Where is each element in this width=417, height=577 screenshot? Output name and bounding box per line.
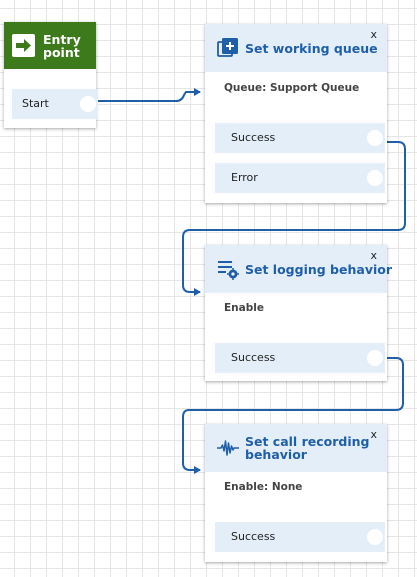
entry-point-title-line1: Entry: [43, 31, 81, 47]
branch-error-label: Error: [231, 171, 258, 184]
set-working-queue-block[interactable]: Set working queue x Queue: Support Queue…: [205, 24, 387, 203]
entry-point-block[interactable]: Entry point Start: [4, 22, 98, 128]
entry-point-header: Entry point: [4, 22, 96, 69]
branch-start-label: Start: [22, 97, 49, 110]
block-title-line2: behavior: [245, 447, 307, 462]
block-parameter: Enable: [224, 302, 264, 314]
branch-success-label: Success: [231, 131, 276, 144]
close-icon[interactable]: x: [370, 428, 377, 441]
output-port[interactable]: [367, 170, 383, 186]
connector-start-to-queue[interactable]: [92, 88, 201, 102]
block-parameter: Enable: None: [224, 481, 303, 493]
block-parameter: Queue: Support Queue: [224, 82, 360, 94]
entry-point-title-line2: point: [43, 44, 80, 60]
branch-error[interactable]: Error: [215, 163, 385, 193]
block-header: Set working queue x: [205, 24, 387, 72]
output-port[interactable]: [80, 96, 96, 112]
output-port[interactable]: [367, 529, 383, 545]
block-header: Set call recording behavior x: [205, 424, 387, 472]
block-title-line1: Set call recording: [245, 434, 370, 449]
close-icon[interactable]: x: [370, 28, 377, 41]
block-title: Set working queue: [245, 40, 378, 56]
branch-success[interactable]: Success: [215, 522, 385, 552]
waveform-icon: [217, 437, 239, 459]
set-logging-behavior-block[interactable]: Set logging behavior x Enable Success: [205, 245, 392, 381]
entry-point-title: Entry point: [43, 33, 81, 59]
output-port[interactable]: [367, 350, 383, 366]
branch-success[interactable]: Success: [215, 123, 385, 153]
block-header: Set logging behavior x: [205, 245, 392, 293]
branch-success-label: Success: [231, 530, 276, 543]
set-call-recording-behavior-block[interactable]: Set call recording behavior x Enable: No…: [205, 424, 387, 562]
branch-start[interactable]: Start: [12, 89, 98, 119]
block-title: Set call recording behavior: [245, 435, 369, 461]
branch-success[interactable]: Success: [215, 343, 385, 373]
queue-add-icon: [217, 37, 239, 59]
logging-gear-icon: [217, 258, 239, 280]
close-icon[interactable]: x: [370, 249, 377, 262]
output-port[interactable]: [367, 130, 383, 146]
right-arrow-icon: [12, 34, 35, 57]
branch-success-label: Success: [231, 351, 276, 364]
block-title: Set logging behavior: [245, 261, 393, 277]
